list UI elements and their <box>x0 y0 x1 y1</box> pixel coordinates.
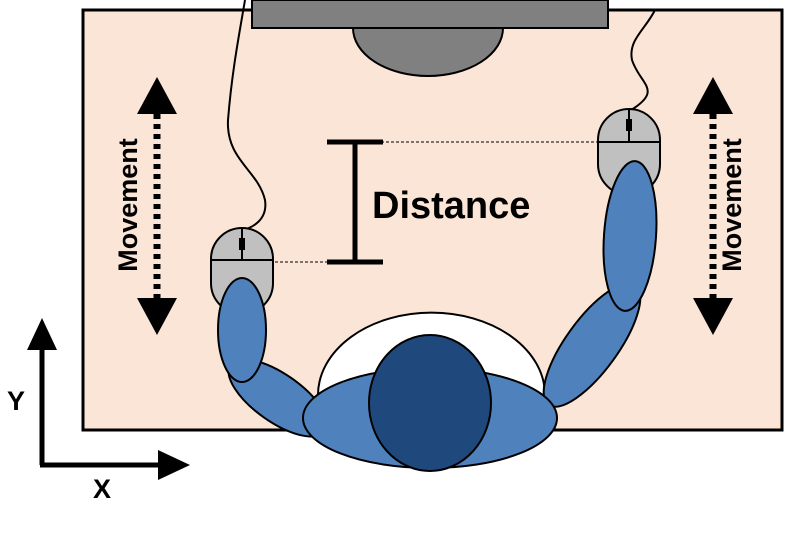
left-mouse-cable <box>226 0 267 231</box>
x-axis-arrowhead <box>158 450 190 480</box>
movement-label-right: Movement <box>717 138 747 272</box>
double-arrow-icon-down <box>693 298 733 335</box>
right-forearm <box>602 160 658 312</box>
axis-x-label: X <box>93 474 111 504</box>
double-arrow-icon-down <box>137 298 177 335</box>
left-forearm <box>217 277 267 383</box>
double-arrow-icon-up <box>137 77 177 114</box>
movement-label-left: Movement <box>113 138 143 272</box>
left-movement-arrow <box>137 77 177 335</box>
double-arrow-icon-up <box>693 77 733 114</box>
right-mouse-cable <box>627 9 656 113</box>
axes <box>27 318 190 480</box>
y-axis-arrowhead <box>27 318 57 350</box>
distance-label: Distance <box>372 185 530 227</box>
head <box>368 334 492 472</box>
right-movement-arrow <box>693 77 733 335</box>
person-icon <box>217 160 658 472</box>
axis-y-label: Y <box>7 386 25 416</box>
distance-bracket <box>327 139 383 265</box>
monitor-icon <box>251 0 609 77</box>
